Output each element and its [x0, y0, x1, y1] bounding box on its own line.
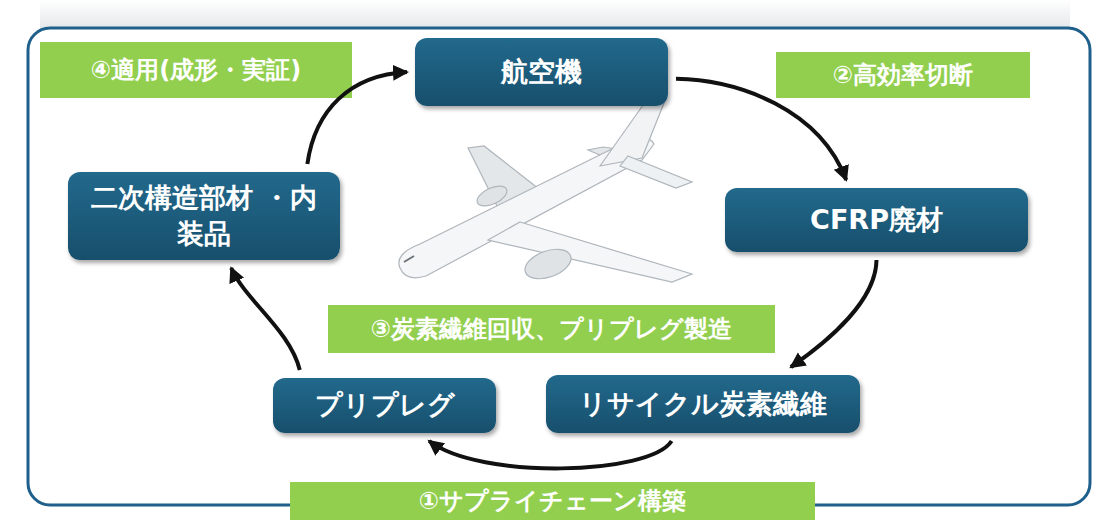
near-wing: [488, 222, 692, 282]
flow-arrow: [791, 260, 877, 367]
node-text: プリプレグ: [315, 387, 455, 423]
node-text: 航空機: [501, 54, 582, 90]
text-stack: ①サプライチェーン構築: [419, 485, 686, 517]
text-stack: ④適用(成形・実証): [91, 54, 301, 86]
text-stack: 航空機: [501, 54, 582, 90]
text-stack: ③炭素繊維回収、プリプレグ製造: [371, 313, 732, 345]
step-label: ②高効率切断: [776, 52, 1030, 98]
outer-frame: [28, 28, 1090, 505]
flow-arrow: [676, 79, 846, 180]
text-stack: CFRP廃材: [810, 202, 943, 238]
node-text: リサイクル炭素繊維: [579, 386, 827, 422]
near-stabilizer: [620, 156, 692, 188]
vertical-tail: [600, 98, 666, 166]
text-stack: プリプレグ: [315, 387, 455, 423]
process-box: リサイクル炭素繊維: [546, 375, 860, 433]
step-label: ④適用(成形・実証): [40, 42, 352, 98]
process-box: 航空機: [415, 38, 668, 106]
near-engine: [521, 244, 575, 285]
step-label: ③炭素繊維回収、プリプレグ製造: [328, 305, 775, 353]
cockpit-window: [404, 256, 414, 262]
flow-arrow: [231, 268, 300, 370]
text-stack: リサイクル炭素繊維: [579, 386, 827, 422]
node-text: CFRP廃材: [810, 202, 943, 238]
top-shade: [40, 0, 1070, 30]
node-text: ①サプライチェーン構築: [419, 485, 686, 517]
process-box: CFRP廃材: [725, 188, 1028, 252]
text-stack: 二次構造部材 ・内装品: [78, 180, 330, 253]
process-box: 二次構造部材 ・内装品: [68, 172, 340, 260]
text-stack: ②高効率切断: [833, 59, 973, 91]
node-text: ②高効率切断: [833, 59, 973, 91]
node-text: ④適用(成形・実証): [91, 54, 301, 86]
node-text: ③炭素繊維回収、プリプレグ製造: [371, 313, 732, 345]
airplane-illustration: [399, 98, 692, 284]
step-label: ①サプライチェーン構築: [290, 482, 815, 520]
flow-arrow: [307, 72, 407, 164]
node-text: 二次構造部材 ・内装品: [78, 180, 330, 253]
process-box: プリプレグ: [273, 378, 496, 433]
flow-arrow: [429, 441, 671, 468]
